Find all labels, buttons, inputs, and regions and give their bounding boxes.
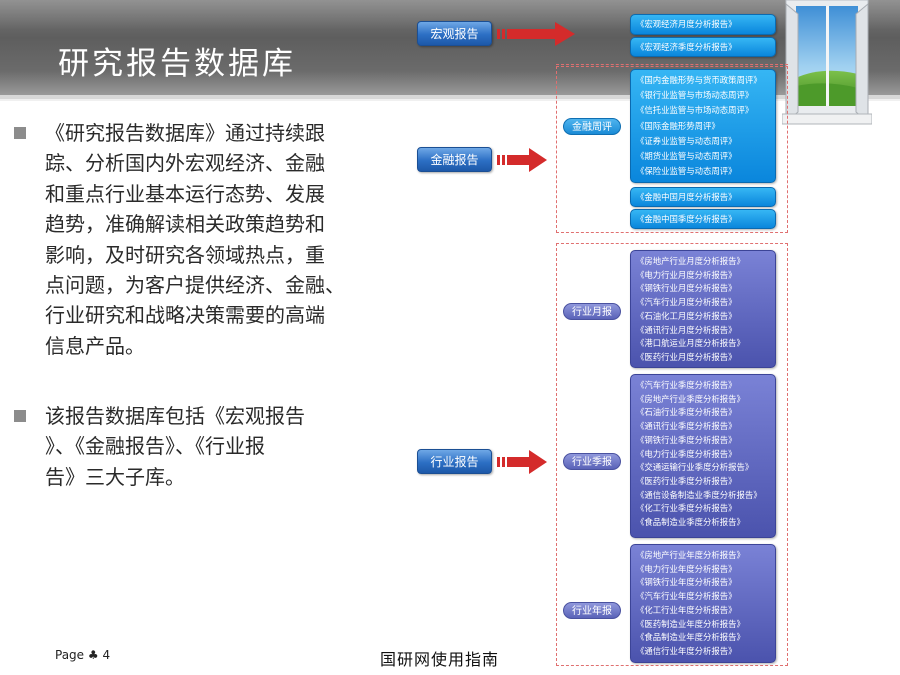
industry-monthly-box[interactable]: 《房地产行业月度分析报告》 《电力行业月度分析报告》 《钢铁行业月度分析报告》 … xyxy=(630,250,776,368)
finance-monthly-box[interactable]: 《金融中国月度分析报告》 xyxy=(630,187,776,207)
finance-quarterly-box[interactable]: 《金融中国季度分析报告》 xyxy=(630,209,776,229)
report-item[interactable]: 《金融中国月度分析报告》 xyxy=(636,192,737,202)
industry-annual-box[interactable]: 《房地产行业年度分析报告》 《电力行业年度分析报告》 《钢铁行业年度分析报告》 … xyxy=(630,544,776,663)
macro-monthly-box[interactable]: 《宏观经济月度分析报告》 xyxy=(630,14,776,35)
finance-weekly-box[interactable]: 《国内金融形势与货币政策周评》 《银行业监管与市场动态周评》 《信托业监管与市场… xyxy=(630,69,776,183)
report-item[interactable]: 《房地产行业季度分析报告》 xyxy=(636,393,745,404)
bullet-marker xyxy=(14,410,26,422)
report-item[interactable]: 《食品制造业年度分析报告》 xyxy=(636,632,745,643)
report-item[interactable]: 《房地产行业月度分析报告》 xyxy=(636,256,745,266)
report-item[interactable]: 《汽车行业月度分析报告》 xyxy=(636,297,737,308)
report-item[interactable]: 《通讯行业季度分析报告》 xyxy=(636,421,737,432)
report-item[interactable]: 《国际金融形势周评》 xyxy=(636,120,720,131)
industry-report-button[interactable]: 行业报告 xyxy=(417,449,492,474)
report-item[interactable]: 《国内金融形势与货币政策周评》 xyxy=(636,75,762,85)
macro-top-divider xyxy=(556,64,788,65)
report-item[interactable]: 《石油化工月度分析报告》 xyxy=(636,310,737,321)
industry-quarterly-box[interactable]: 《汽车行业季度分析报告》 《房地产行业季度分析报告》 《石油行业季度分析报告》 … xyxy=(630,374,776,538)
page-label: Page xyxy=(55,648,85,662)
report-item[interactable]: 《通信行业年度分析报告》 xyxy=(636,645,737,656)
finance-weekly-label[interactable]: 金融周评 xyxy=(563,118,621,135)
report-item[interactable]: 《信托业监管与市场动态周评》 xyxy=(636,105,754,116)
finance-arrow-icon xyxy=(497,148,547,172)
header-divider xyxy=(0,95,900,99)
report-item[interactable]: 《化工行业季度分析报告》 xyxy=(636,503,737,514)
page-indicator: Page ♣ 4 xyxy=(55,648,110,662)
page-title: 研究报告数据库 xyxy=(58,46,296,82)
report-item[interactable]: 《食品制造业季度分析报告》 xyxy=(636,517,745,528)
macro-quarterly-box[interactable]: 《宏观经济季度分析报告》 xyxy=(630,37,776,57)
industry-quarterly-label[interactable]: 行业季报 xyxy=(563,453,621,470)
report-item[interactable]: 《电力行业年度分析报告》 xyxy=(636,563,737,574)
report-item[interactable]: 《港口航运业月度分析报告》 xyxy=(636,338,745,349)
report-item[interactable]: 《通讯行业月度分析报告》 xyxy=(636,324,737,335)
summary-paragraph: 该报告数据库包括《宏观报告 》、《金融报告》、《行业报 告》三大子库。 xyxy=(45,404,305,489)
header-divider-light xyxy=(0,99,900,101)
report-item[interactable]: 《交通运输行业季度分析报告》 xyxy=(636,462,754,473)
report-item[interactable]: 《金融中国季度分析报告》 xyxy=(636,214,737,224)
report-item[interactable]: 《钢铁行业季度分析报告》 xyxy=(636,434,737,445)
bullet-marker xyxy=(14,127,26,139)
report-item[interactable]: 《期货业监管与动态周评》 xyxy=(636,151,737,162)
finance-report-button[interactable]: 金融报告 xyxy=(417,147,492,172)
industry-frame xyxy=(556,243,788,666)
intro-paragraph: 《研究报告数据库》通过持续跟 踪、分析国内外宏观经济、金融 和重点行业基本运行态… xyxy=(45,121,345,358)
report-item[interactable]: 《房地产行业年度分析报告》 xyxy=(636,550,745,560)
report-item[interactable]: 《石油行业季度分析报告》 xyxy=(636,407,737,418)
report-item[interactable]: 《医药行业月度分析报告》 xyxy=(636,351,737,362)
report-item[interactable]: 《医药制造业年度分析报告》 xyxy=(636,618,745,629)
page-number: 4 xyxy=(102,648,111,662)
report-item[interactable]: 《化工行业年度分析报告》 xyxy=(636,604,737,615)
industry-arrow-icon xyxy=(497,450,547,474)
report-item[interactable]: 《汽车行业年度分析报告》 xyxy=(636,591,737,602)
report-item[interactable]: 《电力行业月度分析报告》 xyxy=(636,269,737,280)
industry-monthly-label[interactable]: 行业月报 xyxy=(563,303,621,320)
report-item[interactable]: 《宏观经济季度分析报告》 xyxy=(636,42,737,52)
footer-guide-title: 国研网使用指南 xyxy=(380,650,500,669)
industry-annual-label[interactable]: 行业年报 xyxy=(563,602,621,619)
report-item[interactable]: 《汽车行业季度分析报告》 xyxy=(636,380,737,390)
window-illustration xyxy=(782,0,872,125)
report-item[interactable]: 《保险业监管与动态周评》 xyxy=(636,166,737,177)
macro-arrow-icon xyxy=(497,22,575,46)
finance-frame xyxy=(556,66,788,233)
report-item[interactable]: 《钢铁行业月度分析报告》 xyxy=(636,283,737,294)
report-item[interactable]: 《钢铁行业年度分析报告》 xyxy=(636,577,737,588)
club-icon: ♣ xyxy=(87,648,99,662)
report-item[interactable]: 《电力行业季度分析报告》 xyxy=(636,448,737,459)
report-item[interactable]: 《银行业监管与市场动态周评》 xyxy=(636,90,754,101)
report-item[interactable]: 《医药行业季度分析报告》 xyxy=(636,475,737,486)
report-item[interactable]: 《宏观经济月度分析报告》 xyxy=(636,19,737,29)
macro-report-button[interactable]: 宏观报告 xyxy=(417,21,492,46)
report-item[interactable]: 《通信设备制造业季度分析报告》 xyxy=(636,489,762,500)
report-item[interactable]: 《证券业监管与动态周评》 xyxy=(636,135,737,146)
